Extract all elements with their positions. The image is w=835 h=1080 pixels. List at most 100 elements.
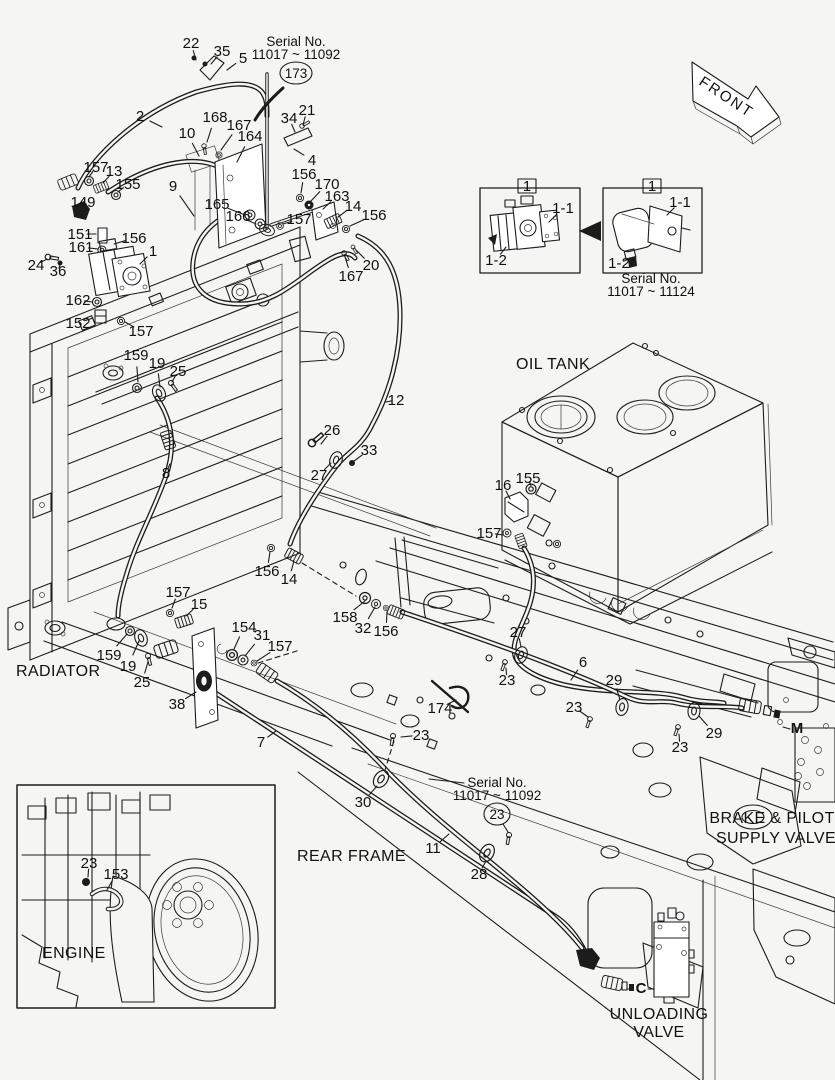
hoses-artwork [75, 72, 745, 961]
leader-line-155 [528, 481, 532, 487]
section-labels: OIL TANK RADIATOR REAR FRAME ENGINE BRAK… [16, 356, 835, 1041]
callout-166: 166 [225, 208, 250, 225]
leader-line-149 [79, 204, 83, 210]
callout-174: 174 [427, 700, 452, 717]
callout-157: 157 [165, 584, 190, 601]
callout-158: 158 [332, 609, 357, 626]
callout-162: 162 [65, 292, 90, 309]
callout-1: 1 [149, 243, 157, 260]
leader-line-24 [40, 258, 48, 263]
callout-bg-1 [642, 178, 662, 194]
leader-line-1-1 [548, 213, 558, 223]
callout-9: 9 [169, 178, 177, 195]
leader-line-23 [505, 667, 508, 676]
leader-line-161 [88, 247, 99, 250]
leader-line-27 [518, 638, 522, 648]
leader-line-153 [106, 880, 113, 891]
callout-bg-1 [517, 178, 537, 194]
leader-line-6 [570, 669, 579, 681]
callout-33: 33 [361, 442, 378, 459]
callout-159: 159 [123, 347, 148, 364]
leader-line-1-1 [666, 207, 675, 216]
leader-line-29 [616, 688, 621, 701]
brake-pilot-label-line2: SUPPLY VALVE [716, 830, 835, 847]
leader-line-7 [267, 730, 277, 738]
leader-line-31 [244, 643, 255, 657]
leader-line-35 [210, 56, 218, 65]
unloading-valve-artwork [587, 887, 695, 1004]
callout-2: 2 [136, 108, 144, 125]
callout-156: 156 [254, 563, 279, 580]
callout-149: 149 [70, 194, 95, 211]
leader-line-11 [439, 833, 450, 843]
callout-163: 163 [324, 188, 349, 205]
callout-5: 5 [239, 50, 247, 67]
serial-note-2-line2: 11017 ~ 11124 [607, 284, 695, 299]
callout-167: 167 [338, 268, 363, 285]
callout-4: 4 [308, 152, 316, 169]
leader-line-170 [310, 191, 321, 202]
callout-7: 7 [257, 734, 265, 751]
leader-line-38 [185, 691, 197, 700]
callout-1: 1 [648, 178, 656, 195]
leader-line-34 [291, 123, 296, 133]
callout-23: 23 [499, 672, 516, 689]
unloading-valve-label-line2: VALVE [633, 1024, 684, 1041]
callout-26: 26 [324, 422, 341, 439]
callout-168: 168 [202, 109, 227, 126]
callout-154: 154 [231, 619, 256, 636]
callout-23: 23 [413, 727, 430, 744]
brake-pilot-valve-artwork [756, 661, 835, 814]
leader-line-156 [113, 240, 126, 245]
leader-line-25 [144, 661, 149, 674]
callout-28: 28 [471, 866, 488, 883]
leader-line-25 [171, 375, 176, 383]
serial-note-0-line2: 11017 ~ 11092 [252, 47, 340, 62]
callout-23: 23 [81, 855, 98, 872]
callout-15: 15 [191, 596, 208, 613]
leader-line-29 [698, 715, 708, 726]
callout-31: 31 [254, 627, 271, 644]
callout-156: 156 [121, 230, 146, 247]
callout-29: 29 [606, 672, 623, 689]
callout-19: 19 [149, 355, 166, 372]
leader-line-157 [171, 598, 176, 609]
callout-155: 155 [115, 176, 140, 193]
callout-38: 38 [169, 696, 186, 713]
callout-22: 22 [183, 35, 200, 52]
leader-line-23 [579, 710, 589, 718]
callout-157: 157 [286, 211, 311, 228]
serial-note-0-line1: Serial No. [266, 34, 325, 49]
fittings-artwork [44, 55, 781, 992]
leader-line-26 [320, 435, 328, 445]
leader-line-30 [368, 785, 378, 796]
engine-label: ENGINE [42, 945, 106, 962]
callout-151: 151 [67, 226, 92, 243]
leader-line-10 [191, 142, 200, 157]
callout-8: 8 [162, 465, 170, 482]
unloading-valve-label-line1: UNLOADING [610, 1006, 709, 1023]
front-arrow: FRONT [691, 61, 782, 145]
rear-frame-label: REAR FRAME [297, 848, 406, 865]
callout-25: 25 [170, 363, 187, 380]
leader-line-157 [88, 170, 94, 178]
callout-27: 27 [510, 624, 527, 641]
callout-156: 156 [361, 207, 386, 224]
radiator-artwork [7, 226, 301, 661]
leader-line-168 [206, 127, 212, 143]
leader-line-152 [84, 317, 94, 322]
serial-note-2-line1: Serial No. [621, 271, 680, 286]
oil-tank-label: OIL TANK [516, 356, 590, 373]
leader-line-27 [323, 462, 332, 471]
callout-156: 156 [373, 623, 398, 640]
serial-note-1-line1: Serial No. [467, 775, 526, 790]
callout-157: 157 [267, 638, 292, 655]
callout-30: 30 [355, 794, 372, 811]
leader-line-159 [116, 633, 128, 647]
leader-line-22 [192, 50, 197, 61]
leader-line-33 [353, 454, 363, 462]
leader-line-163 [322, 201, 332, 210]
leader-line-23 [87, 868, 90, 878]
oil-tank-artwork [501, 342, 773, 625]
